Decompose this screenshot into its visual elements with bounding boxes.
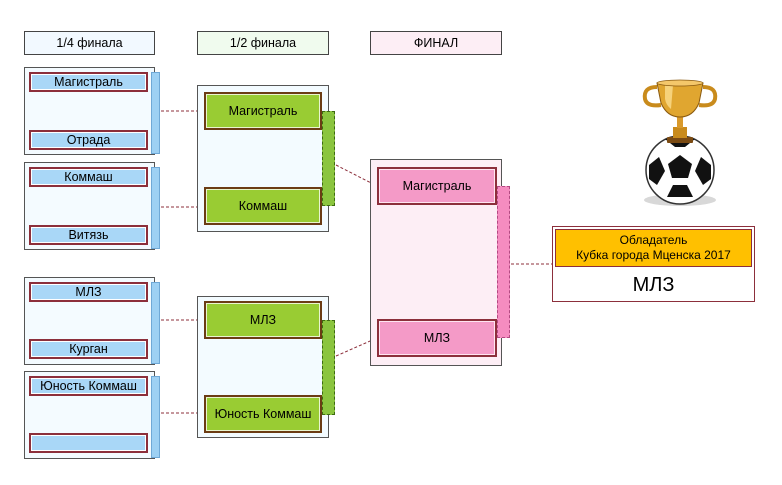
quarterfinal-2-team-top: Коммаш [29, 167, 148, 187]
quarterfinal-match-4-connector [151, 376, 160, 458]
winner-team-name: МЛЗ [632, 273, 675, 296]
quarterfinal-4-team-bottom [29, 433, 148, 453]
quarterfinal-match-3-connector [151, 282, 160, 364]
quarterfinal-4-team-top: Юность Коммаш [29, 376, 148, 396]
trophy-with-soccer-ball-icon [642, 79, 718, 206]
final-header: ФИНАЛ [370, 31, 502, 55]
winner-title-line-1: Обладатель [619, 233, 688, 247]
final-team-bottom: МЛЗ [377, 319, 497, 357]
semifinal-match-1-connector [322, 111, 335, 206]
semifinal-1-team-bottom: Коммаш [204, 187, 322, 225]
final-team-top: Магистраль [377, 167, 497, 205]
quarterfinal-match-2-connector [151, 167, 160, 249]
quarterfinal-2-team-bottom: Витязь [29, 225, 148, 245]
quarterfinal-3-team-top: МЛЗ [29, 282, 148, 302]
quarterfinal-match-1-connector [151, 72, 160, 154]
quarterfinal-3-team-bottom: Курган [29, 339, 148, 359]
semifinal-2-team-top: МЛЗ [204, 301, 322, 339]
winner-title: Обладатель Кубка города Мценска 2017 [555, 229, 752, 267]
winner-title-line-2: Кубка города Мценска 2017 [576, 248, 731, 262]
final-match-connector [497, 186, 510, 338]
semifinal-1-team-top: Магистраль [204, 92, 322, 130]
quarterfinal-1-team-bottom: Отрада [29, 130, 148, 150]
winner-box: Обладатель Кубка города Мценска 2017 МЛЗ [552, 226, 755, 302]
quarterfinal-header: 1/4 финала [24, 31, 155, 55]
quarterfinal-1-team-top: Магистраль [29, 72, 148, 92]
semifinal-match-2-connector [322, 320, 335, 415]
semifinal-header: 1/2 финала [197, 31, 329, 55]
semifinal-2-team-bottom: Юность Коммаш [204, 395, 322, 433]
